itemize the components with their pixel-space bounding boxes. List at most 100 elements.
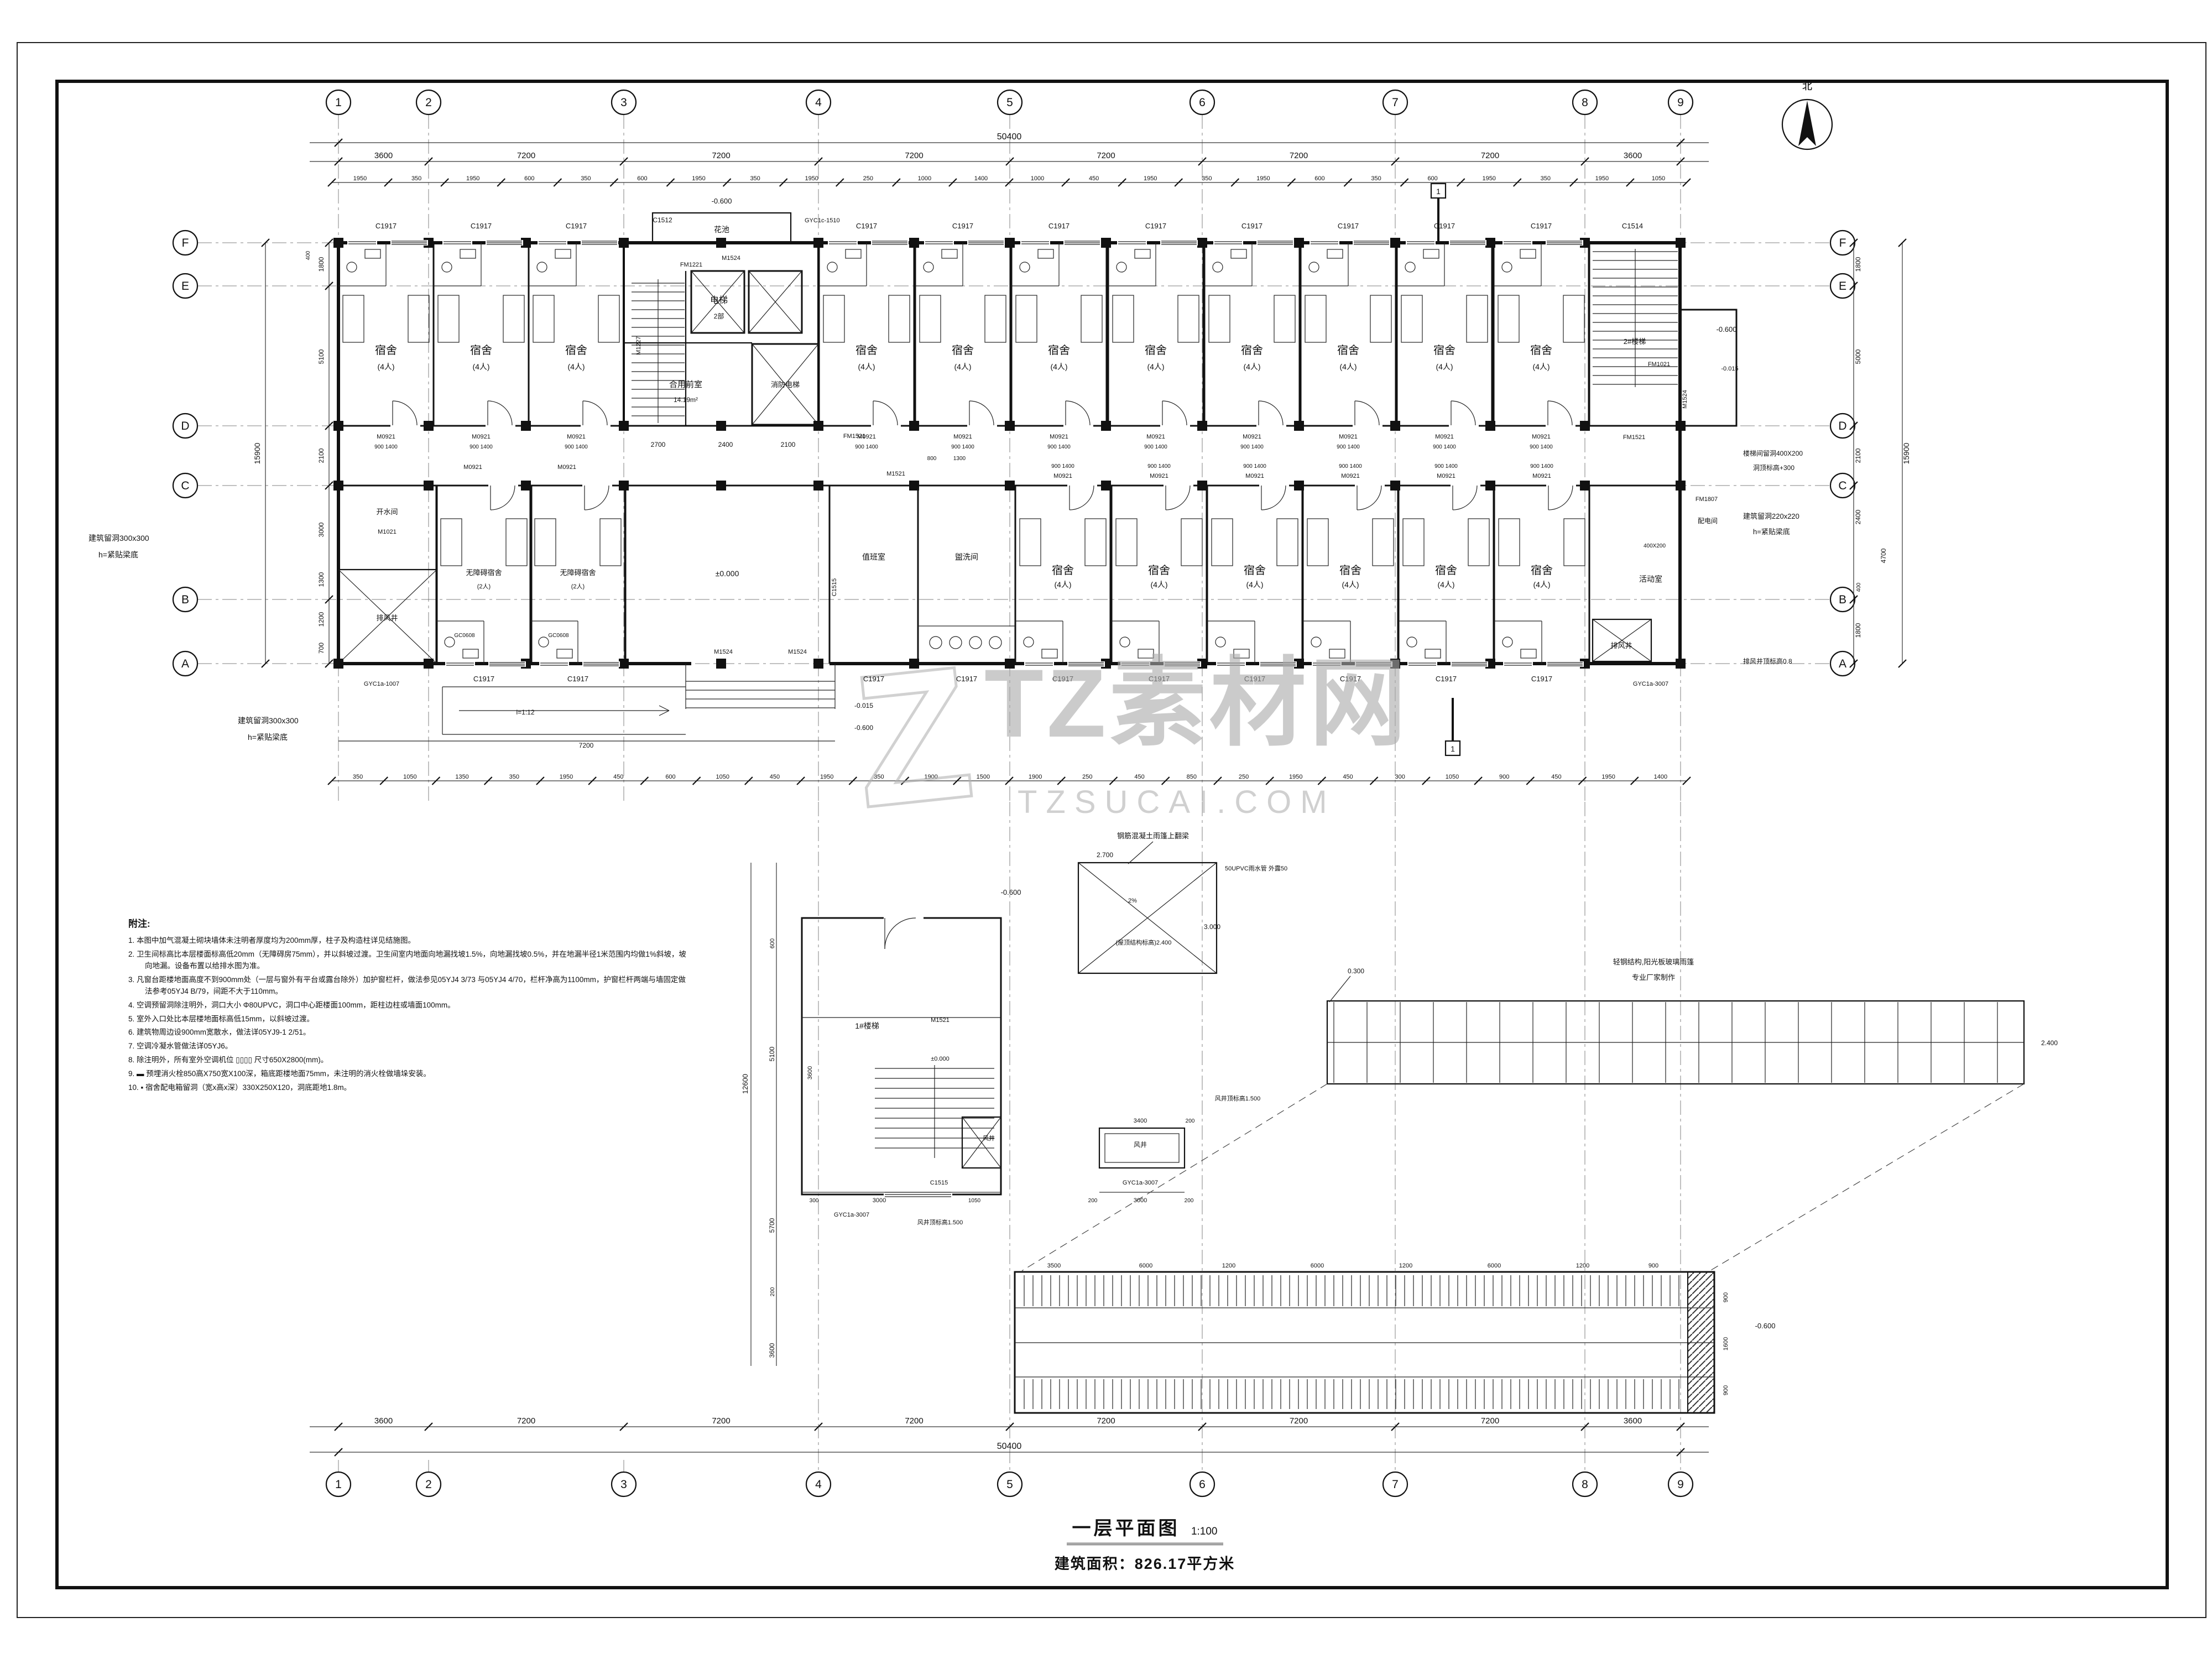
note-item: 10. ▪ 宿舍配电箱留洞（宽x高x深）330X250X120，洞底距地1.8m… <box>128 1083 352 1092</box>
svg-text:5: 5 <box>1006 1478 1013 1491</box>
svg-text:1900: 1900 <box>1029 774 1042 780</box>
svg-text:1950: 1950 <box>1482 175 1495 182</box>
svg-text:M0921: M0921 <box>1245 473 1264 479</box>
svg-text:2.400: 2.400 <box>2041 1039 2058 1047</box>
svg-text:开水间: 开水间 <box>376 508 398 516</box>
svg-text:C1917: C1917 <box>1145 222 1166 230</box>
svg-text:1800: 1800 <box>1854 257 1862 272</box>
svg-text:1950: 1950 <box>1144 175 1157 182</box>
svg-text:M0921: M0921 <box>1150 473 1168 479</box>
svg-text:(4人): (4人) <box>1339 362 1357 371</box>
svg-text:350: 350 <box>581 175 591 182</box>
note-item: 8. 除注明外，所有室外空调机位 ▯▯▯▯ 尺寸650X2800(mm)。 <box>128 1056 328 1065</box>
svg-text:C1917: C1917 <box>1531 222 1552 230</box>
note-item: 2. 卫生间标高比本层楼面标高低20mm（无障碍房75mm），并以斜坡过渡。卫生… <box>128 950 686 970</box>
svg-text:C1917: C1917 <box>956 675 977 683</box>
svg-text:1950: 1950 <box>466 175 479 182</box>
structural-columns <box>333 238 1686 669</box>
svg-text:900 1400: 900 1400 <box>1530 463 1553 469</box>
svg-text:400: 400 <box>305 251 311 260</box>
svg-text:C1917: C1917 <box>473 675 494 683</box>
svg-text:14.19m²: 14.19m² <box>674 396 698 404</box>
svg-text:3600: 3600 <box>768 1343 776 1358</box>
plan-scale: 1:100 <box>1191 1526 1218 1537</box>
svg-text:M0921: M0921 <box>1146 434 1165 440</box>
svg-text:值班室: 值班室 <box>862 552 885 561</box>
svg-text:轻钢结构,阳光板玻璃雨篷: 轻钢结构,阳光板玻璃雨篷 <box>1613 958 1694 966</box>
note-item: 6. 建筑物周边设900mm宽散水，做法详05YJ9-1 2/51。 <box>128 1028 311 1037</box>
svg-text:宿舍: 宿舍 <box>1052 564 1074 577</box>
svg-text:600: 600 <box>524 175 534 182</box>
svg-text:M1524: M1524 <box>714 649 733 655</box>
svg-text:-0.600: -0.600 <box>854 724 873 732</box>
svg-text:1950: 1950 <box>1256 175 1270 182</box>
svg-text:E: E <box>1839 280 1846 293</box>
svg-text:C1917: C1917 <box>1338 222 1359 230</box>
svg-text:盥洗间: 盥洗间 <box>955 552 978 561</box>
svg-text:200: 200 <box>770 1287 776 1296</box>
note-item: 3. 凡窗台距楼地面高度不到900mm处（一层与窗外有平台或露台除外）加护窗栏杆… <box>128 975 686 995</box>
north-arrow-icon <box>1781 98 1833 150</box>
svg-text:2400: 2400 <box>718 441 733 448</box>
svg-text:FM1807: FM1807 <box>1695 496 1718 503</box>
svg-text:风井顶标高1.500: 风井顶标高1.500 <box>917 1218 963 1226</box>
svg-text:5: 5 <box>1006 96 1013 109</box>
svg-text:M0921: M0921 <box>1532 473 1551 479</box>
svg-text:5100: 5100 <box>768 1046 776 1061</box>
svg-text:h=紧贴梁底: h=紧贴梁底 <box>1753 528 1790 536</box>
note-item: 7. 空调冷凝水管做法详05YJ6。 <box>128 1042 233 1051</box>
svg-text:7200: 7200 <box>1097 1416 1115 1426</box>
svg-text:(4人): (4人) <box>1050 362 1067 371</box>
svg-text:450: 450 <box>1089 175 1099 182</box>
svg-text:2%: 2% <box>1128 898 1137 904</box>
svg-text:1: 1 <box>1451 744 1455 753</box>
note-item: 4. 空调预留洞除注明外，洞口大小 Φ80UPVC，洞口中心距楼面100mm，距… <box>128 1000 455 1009</box>
svg-text:1300: 1300 <box>317 572 325 587</box>
svg-text:7200: 7200 <box>1290 1416 1308 1426</box>
svg-text:排风井: 排风井 <box>1610 641 1632 650</box>
svg-text:(4人): (4人) <box>1150 580 1167 589</box>
svg-text:1300: 1300 <box>953 456 966 462</box>
sheet-outer-border <box>17 42 2206 1618</box>
svg-text:C1917: C1917 <box>1048 222 1070 230</box>
svg-text:建筑留洞300x300: 建筑留洞300x300 <box>238 716 299 725</box>
svg-text:1900: 1900 <box>924 774 937 780</box>
svg-text:6000: 6000 <box>1139 1262 1152 1269</box>
svg-text:C1917: C1917 <box>863 675 884 683</box>
svg-text:风井: 风井 <box>1134 1141 1147 1149</box>
svg-text:宿舍: 宿舍 <box>1433 344 1455 357</box>
svg-text:400: 400 <box>1856 582 1862 592</box>
svg-text:1950: 1950 <box>1595 175 1609 182</box>
svg-text:无障碍宿舍: 无障碍宿舍 <box>466 568 502 577</box>
svg-text:900: 900 <box>1723 1385 1729 1395</box>
svg-text:50UPVC雨水管 外露50: 50UPVC雨水管 外露50 <box>1225 864 1287 872</box>
svg-text:600: 600 <box>769 938 776 948</box>
svg-text:3: 3 <box>620 1478 627 1491</box>
svg-text:350: 350 <box>750 175 760 182</box>
svg-text:300: 300 <box>1395 774 1405 780</box>
svg-text:风井: 风井 <box>983 1134 995 1142</box>
svg-text:M0921: M0921 <box>1532 434 1551 440</box>
svg-text:-0.600: -0.600 <box>712 197 732 205</box>
svg-text:D: D <box>181 420 189 432</box>
svg-text:M1521: M1521 <box>886 471 905 477</box>
svg-text:3000: 3000 <box>317 522 325 537</box>
svg-text:GC0608: GC0608 <box>454 633 475 639</box>
svg-text:1950: 1950 <box>353 175 367 182</box>
svg-text:(4人): (4人) <box>1436 362 1453 371</box>
svg-text:GYC1c-1510: GYC1c-1510 <box>805 217 840 224</box>
svg-text:(4人): (4人) <box>1342 580 1359 589</box>
svg-text:2.700: 2.700 <box>1097 851 1113 859</box>
svg-text:M1524: M1524 <box>1682 390 1688 409</box>
svg-text:h=紧贴梁底: h=紧贴梁底 <box>98 550 138 559</box>
svg-text:宿舍: 宿舍 <box>1244 564 1266 577</box>
svg-text:15900: 15900 <box>1902 442 1911 464</box>
svg-text:2部: 2部 <box>714 312 724 320</box>
svg-text:900 1400: 900 1400 <box>1433 444 1456 450</box>
svg-text:7200: 7200 <box>905 1416 923 1426</box>
svg-text:1350: 1350 <box>455 774 468 780</box>
svg-text:C1917: C1917 <box>856 222 877 230</box>
svg-text:洞顶标高+300: 洞顶标高+300 <box>1753 463 1794 472</box>
svg-text:-0.015: -0.015 <box>1721 366 1738 372</box>
